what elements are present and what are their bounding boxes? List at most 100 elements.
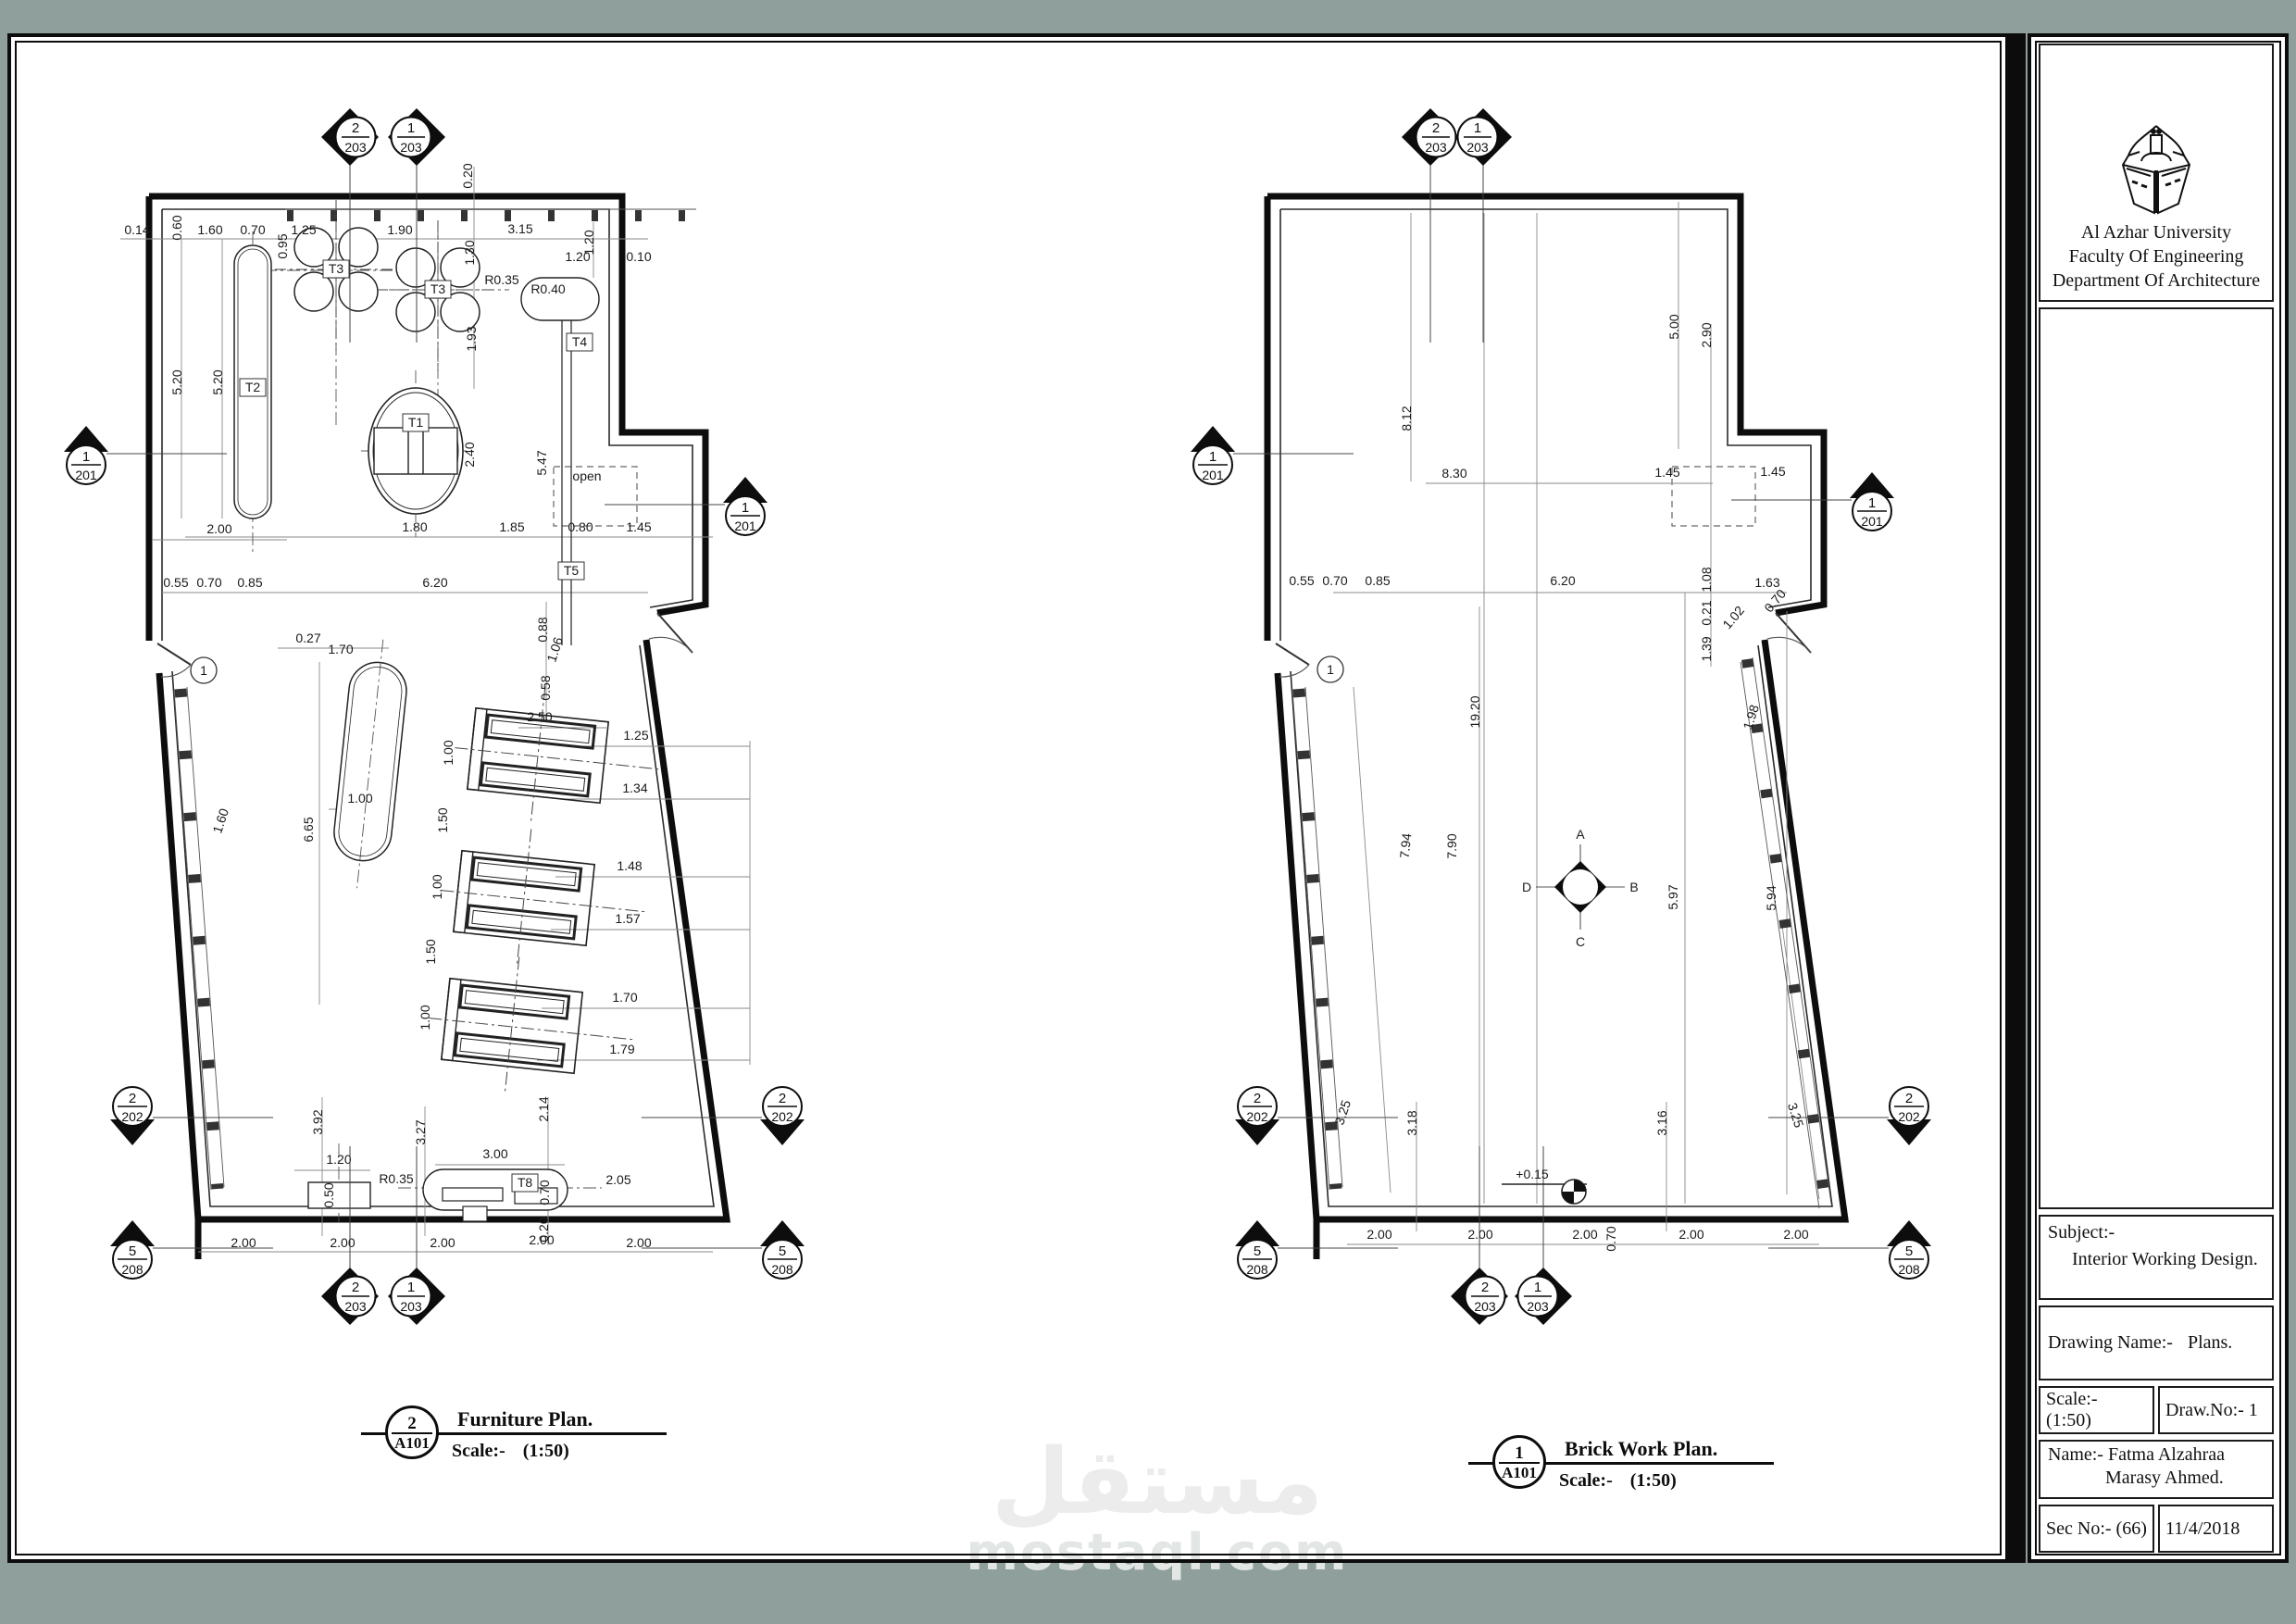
caption-scale-label: Scale:- xyxy=(1559,1470,1613,1491)
dimension-label: 1.25 xyxy=(623,728,648,743)
subject-label: Subject:- xyxy=(2048,1221,2115,1243)
dimension-label: 19.20 xyxy=(1467,695,1482,728)
university-name: Al Azhar University xyxy=(2080,222,2232,244)
svg-text:203: 203 xyxy=(400,1299,422,1314)
dimension-label: 5.47 xyxy=(534,450,549,475)
furniture-tag: T3 xyxy=(424,280,452,299)
door-tag: 1 xyxy=(1316,656,1344,683)
scale-drawno-row: Scale:- (1:50) Draw.No:- 1 xyxy=(2037,1386,2276,1435)
furniture-planter xyxy=(333,639,407,889)
svg-text:2: 2 xyxy=(352,120,359,136)
dimension-label: 1.34 xyxy=(622,781,647,795)
svg-text:1: 1 xyxy=(1534,1280,1541,1295)
dimension-label: 1.30 xyxy=(462,240,477,265)
dimension-label: 3.15 xyxy=(507,221,532,236)
dimension-label: 8.12 xyxy=(1399,406,1414,431)
section-markers: 2203120312011201220222025208520822031203… xyxy=(64,108,1931,1325)
dimension-label: 2.40 xyxy=(462,442,477,467)
left-shelf-strip xyxy=(173,686,225,1191)
svg-text:5: 5 xyxy=(779,1243,786,1259)
caption-title: Brick Work Plan. xyxy=(1565,1437,1718,1460)
dimension-label: 1.90 xyxy=(387,222,412,237)
dimension-label: 0.50 xyxy=(321,1182,336,1207)
svg-text:A: A xyxy=(1576,827,1585,842)
dimension-label: 0.85 xyxy=(1365,573,1390,588)
dimension-label: open xyxy=(572,468,601,483)
furniture-tag: T2 xyxy=(239,378,267,397)
sec-no-field: Sec No:- (66) xyxy=(2039,1505,2154,1553)
svg-text:+0.15: +0.15 xyxy=(1516,1167,1549,1181)
svg-text:1: 1 xyxy=(407,120,415,136)
right-shelf-strip xyxy=(1740,656,1832,1209)
dimension-label: 1.39 xyxy=(1699,636,1714,661)
scale-field: Scale:- (1:50) xyxy=(2039,1386,2154,1435)
dimension-label: R0.35 xyxy=(379,1171,414,1186)
dimension-label: 1.00 xyxy=(430,874,444,899)
caption-scale-value: (1:50) xyxy=(1629,1470,1677,1491)
svg-text:202: 202 xyxy=(1898,1109,1920,1124)
dimension-label: 1.79 xyxy=(609,1042,634,1056)
furniture-tag: T1 xyxy=(402,413,430,432)
svg-text:2: 2 xyxy=(1254,1091,1261,1106)
svg-text:208: 208 xyxy=(1898,1262,1920,1277)
svg-text:T1: T1 xyxy=(408,415,424,430)
svg-text:203: 203 xyxy=(400,140,422,155)
dimension-label: 2.05 xyxy=(605,1172,630,1187)
dimension-label: 2.00 xyxy=(1678,1227,1703,1242)
svg-text:2: 2 xyxy=(129,1091,136,1106)
department-name: Department Of Architecture xyxy=(2052,270,2261,292)
university-logo xyxy=(2121,125,2191,215)
svg-text:C: C xyxy=(1576,934,1585,949)
dimension-label: 5.97 xyxy=(1666,884,1680,909)
caption-title: Furniture Plan. xyxy=(457,1407,593,1430)
svg-text:2: 2 xyxy=(779,1091,786,1106)
svg-text:201: 201 xyxy=(75,468,97,482)
furniture-tag: T5 xyxy=(557,561,585,581)
furniture-t4-counter xyxy=(520,277,600,645)
furniture-tag: T8 xyxy=(511,1173,539,1193)
svg-text:203: 203 xyxy=(344,1299,367,1314)
dimension-label: 0.70 xyxy=(1603,1226,1618,1251)
dimension-label: 1.80 xyxy=(402,519,427,534)
dimension-label: 0.95 xyxy=(275,233,290,258)
svg-text:203: 203 xyxy=(1425,140,1447,155)
drawing-name-field: Drawing Name:- Plans. xyxy=(2039,1305,2274,1381)
svg-text:2: 2 xyxy=(1905,1091,1913,1106)
dimension-label: 8.30 xyxy=(1441,466,1466,481)
svg-text:5: 5 xyxy=(129,1243,136,1259)
furniture-t1-table xyxy=(368,387,464,515)
title-block: Al Azhar University Faculty Of Engineeri… xyxy=(2037,41,2276,1555)
dimension-label: 1.70 xyxy=(612,990,637,1005)
dimension-label: 1.00 xyxy=(347,791,372,806)
dimension-label: 3.25 xyxy=(1785,1101,1807,1130)
name-field: Name:- Fatma Alzahraa Marasy Ahmed. xyxy=(2039,1440,2274,1500)
dimension-label: 0.14 xyxy=(124,222,149,237)
caption-scale-label: Scale:- xyxy=(452,1441,505,1461)
level-marker: +0.15 xyxy=(1502,1167,1587,1205)
caption-rule xyxy=(1468,1462,1774,1465)
svg-text:202: 202 xyxy=(771,1109,793,1124)
title-block-header: Al Azhar University Faculty Of Engineeri… xyxy=(2039,44,2274,303)
svg-text:201: 201 xyxy=(734,518,756,533)
dimension-label: 0.80 xyxy=(568,519,593,534)
dimension-label: R0.35 xyxy=(484,272,519,287)
caption-number: 2 xyxy=(407,1413,417,1433)
dimension-label: 1.93 xyxy=(464,326,479,351)
svg-text:1: 1 xyxy=(200,663,207,678)
dimension-label: 2.00 xyxy=(1783,1227,1808,1242)
svg-text:5: 5 xyxy=(1254,1243,1261,1259)
svg-text:T4: T4 xyxy=(572,334,588,349)
dimension-label: 1.50 xyxy=(435,807,450,832)
svg-text:201: 201 xyxy=(1202,468,1224,482)
svg-text:B: B xyxy=(1629,880,1638,894)
svg-text:5: 5 xyxy=(1905,1243,1913,1259)
